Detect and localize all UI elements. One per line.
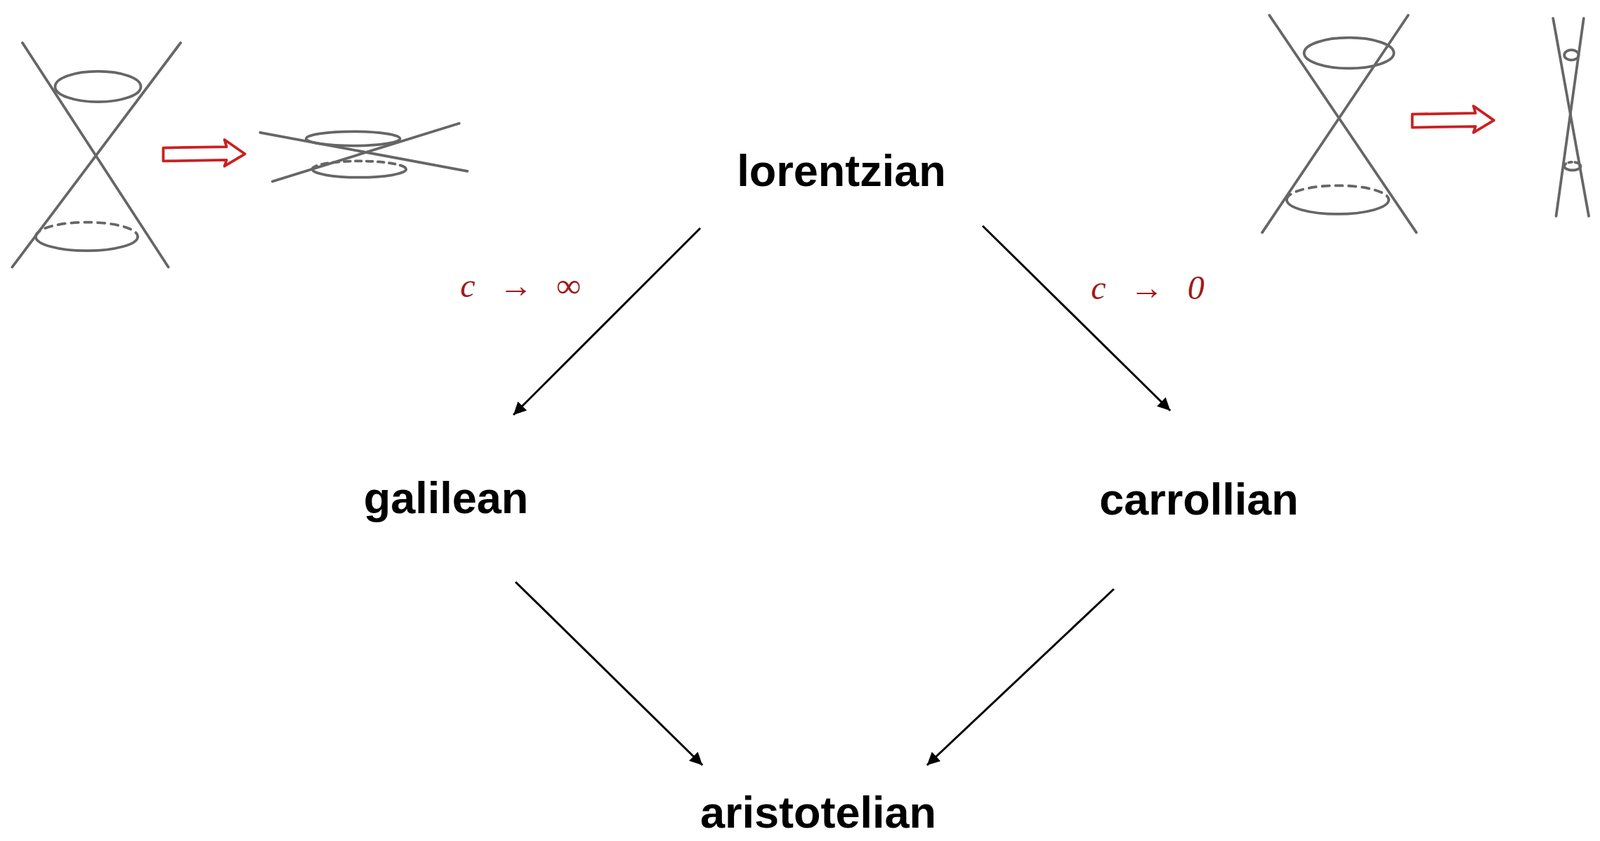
cone-bottom-back	[1564, 162, 1581, 167]
red-limit-arrow	[1412, 106, 1494, 133]
cone-top-ellipse	[54, 71, 141, 103]
limit-arrow	[515, 582, 703, 766]
cone-line	[1552, 18, 1589, 217]
limit-node: carrollian	[1079, 410, 1319, 590]
cone-line	[11, 42, 181, 267]
cone-bottom-front	[35, 236, 138, 251]
cone-bottom-front	[1564, 166, 1581, 171]
cone-top-ellipse	[306, 131, 401, 146]
cone-bottom-back	[35, 222, 138, 237]
limit-node: aristotelian	[691, 765, 945, 841]
limit-label: c → 0	[1087, 269, 1207, 307]
limit-arrow	[513, 228, 701, 416]
cone-bottom-front	[312, 169, 407, 178]
red-limit-arrow	[162, 139, 245, 167]
cone-line	[1556, 18, 1584, 217]
cone-top-ellipse	[1564, 49, 1579, 61]
limit-node: lorentzian	[700, 114, 983, 229]
cone-line	[1262, 15, 1409, 233]
node-label: galilean	[363, 474, 529, 523]
limit-arrow	[982, 226, 1171, 411]
node-label: carrollian	[1099, 475, 1299, 524]
cone-line	[272, 123, 460, 182]
cone-line	[1269, 15, 1416, 233]
limit-node: galilean	[340, 415, 552, 583]
cone-bottom-back	[1286, 185, 1389, 200]
cone-bottom-back	[312, 160, 407, 170]
cone-top-ellipse	[1304, 37, 1395, 69]
limit-label: c → ∞	[457, 267, 584, 305]
limit-arrow	[927, 589, 1114, 766]
node-label: aristotelian	[700, 788, 937, 838]
cone-bottom-front	[1286, 200, 1389, 215]
node-label: lorentzian	[736, 146, 947, 196]
